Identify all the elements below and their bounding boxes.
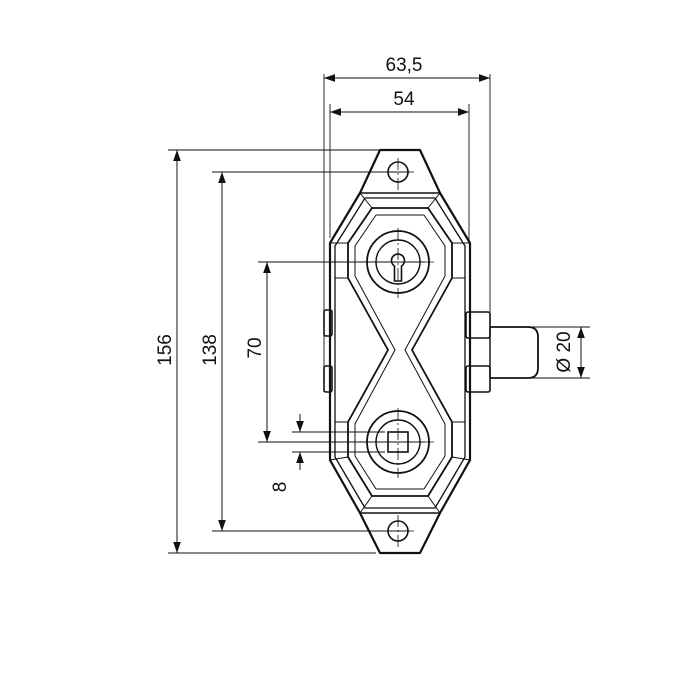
left-lug-top	[323, 309, 333, 337]
square-drive-icon	[387, 431, 409, 453]
lock-bolt	[489, 326, 539, 379]
dim-total-height-label: 156	[155, 334, 176, 366]
dim-hole-spacing-label: 138	[200, 334, 221, 366]
keyhole-icon	[390, 253, 406, 282]
housing-outline	[328, 148, 472, 555]
extension-lines	[168, 74, 590, 554]
right-lug-top	[465, 311, 491, 339]
dim-overall-width-label: 63,5	[386, 55, 423, 76]
lock-cylinder-top	[366, 230, 430, 294]
mounting-hole-bottom	[387, 520, 409, 542]
lock-body	[323, 148, 491, 555]
mounting-hole-top	[387, 161, 409, 183]
dim-body-width-label: 54	[393, 89, 415, 110]
left-lug-bottom	[323, 365, 333, 393]
dim-square-size-label: 8	[270, 482, 291, 493]
dim-bolt-diameter-label: Ø 20	[554, 331, 575, 372]
dim-cylinder-spacing-label: 70	[245, 337, 266, 358]
dimension-lines	[173, 74, 585, 553]
right-lug-bottom	[465, 365, 491, 393]
lock-cylinder-bottom	[366, 410, 430, 474]
housing-rim	[334, 197, 466, 509]
